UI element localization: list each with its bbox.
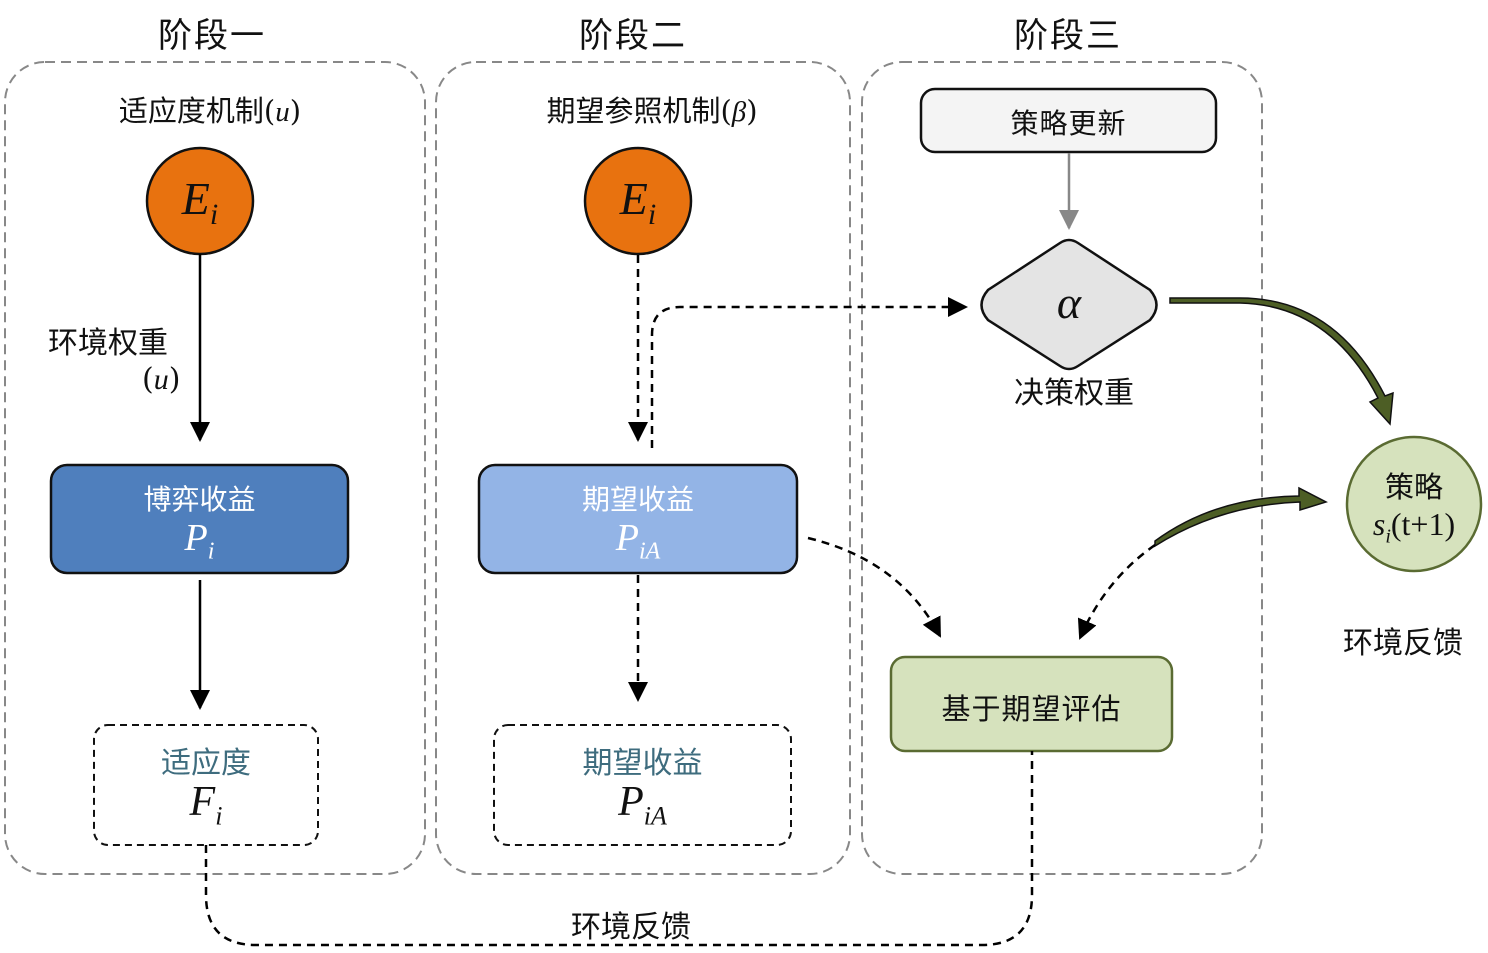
- strategy-node-symbol: si(t+1): [1347, 506, 1481, 548]
- param-symbol: u: [153, 363, 169, 396]
- evaluation-to-strategy-arrow: [1154, 486, 1328, 548]
- strategy-node-label: 策略: [1384, 470, 1443, 504]
- stage-2-expected-payoff-box[interactable]: [477, 463, 799, 575]
- environment-weight-label: 环境权重: [48, 326, 168, 361]
- mechanism-label: 适应度机制: [118, 94, 264, 128]
- stage-1-title: 阶段一: [158, 16, 266, 56]
- stage-1-fitness-box[interactable]: [93, 724, 319, 846]
- symbol-base: P: [618, 779, 644, 825]
- payoff-box-label: 博弈收益: [143, 483, 256, 516]
- symbol-base: P: [615, 517, 639, 559]
- decision-to-strategy-arrow: [1169, 297, 1394, 426]
- expected-to-evaluation-arrow: [807, 536, 942, 638]
- symbol-sub: iA: [643, 801, 667, 831]
- environment-feedback-label-right: 环境反馈: [1343, 626, 1463, 661]
- environment-feedback-loop: [204, 751, 1034, 947]
- symbol-base: E: [181, 173, 210, 224]
- fitness-box-symbol: Fi: [94, 778, 318, 831]
- strategy-update-box[interactable]: [919, 87, 1218, 154]
- decision-weight-symbol: α: [1056, 277, 1082, 328]
- strategy-update-label: 策略更新: [1010, 107, 1127, 140]
- strategy-to-evaluation-dashed-arrow: [1077, 543, 1156, 640]
- expected-output-box-symbol: PiA: [494, 778, 791, 831]
- mechanism-param: u: [275, 96, 290, 128]
- payoff-box-symbol: Pi: [51, 516, 348, 566]
- stage-3-container: [861, 61, 1263, 875]
- stage-2-mechanism-title: 期望参照机制(β): [546, 94, 758, 128]
- decision-weight-node[interactable]: [980, 238, 1158, 371]
- symbol-sub: i: [647, 198, 657, 232]
- symbol-base: P: [184, 517, 208, 559]
- symbol-sub: i: [207, 538, 215, 565]
- stage-2-to-decision-arrow: [650, 297, 968, 448]
- stage-2-source-label: Ei: [588, 172, 688, 232]
- stage-1-container: [4, 61, 426, 875]
- symbol-sub: i: [1385, 525, 1391, 548]
- environment-feedback-label-bottom: 环境反馈: [571, 910, 691, 945]
- symbol-arg: (t+1): [1390, 506, 1456, 542]
- fitness-box-label: 适应度: [161, 746, 251, 781]
- symbol-base: F: [189, 779, 216, 825]
- mechanism-label: 期望参照机制: [546, 94, 721, 128]
- environment-weight-param: (u): [142, 362, 181, 397]
- expected-payoff-box-label: 期望收益: [581, 483, 694, 516]
- stage-2-output-box[interactable]: [493, 724, 792, 846]
- stage-3-title: 阶段三: [1014, 16, 1122, 56]
- stage-1-source-label: Ei: [150, 172, 250, 232]
- expected-output-box-label: 期望收益: [582, 746, 703, 781]
- symbol-sub: iA: [638, 538, 661, 565]
- stage-2-title: 阶段二: [579, 16, 687, 56]
- evaluation-box-label: 基于期望评估: [941, 692, 1122, 726]
- stage-2-source-node[interactable]: [583, 146, 693, 256]
- symbol-base: E: [619, 173, 648, 224]
- symbol-base: s: [1372, 506, 1386, 542]
- symbol-sub: i: [209, 198, 219, 232]
- stage-2-container: [435, 61, 851, 875]
- decision-weight-label: 决策权重: [1014, 376, 1134, 411]
- stage-1-mechanism-title: 适应度机制(u): [118, 94, 302, 128]
- expected-payoff-box-symbol: PiA: [479, 516, 797, 566]
- mechanism-param: β: [731, 96, 747, 128]
- stage-1-payoff-box[interactable]: [49, 463, 350, 575]
- symbol-sub: i: [215, 801, 223, 831]
- strategy-node[interactable]: [1345, 435, 1483, 573]
